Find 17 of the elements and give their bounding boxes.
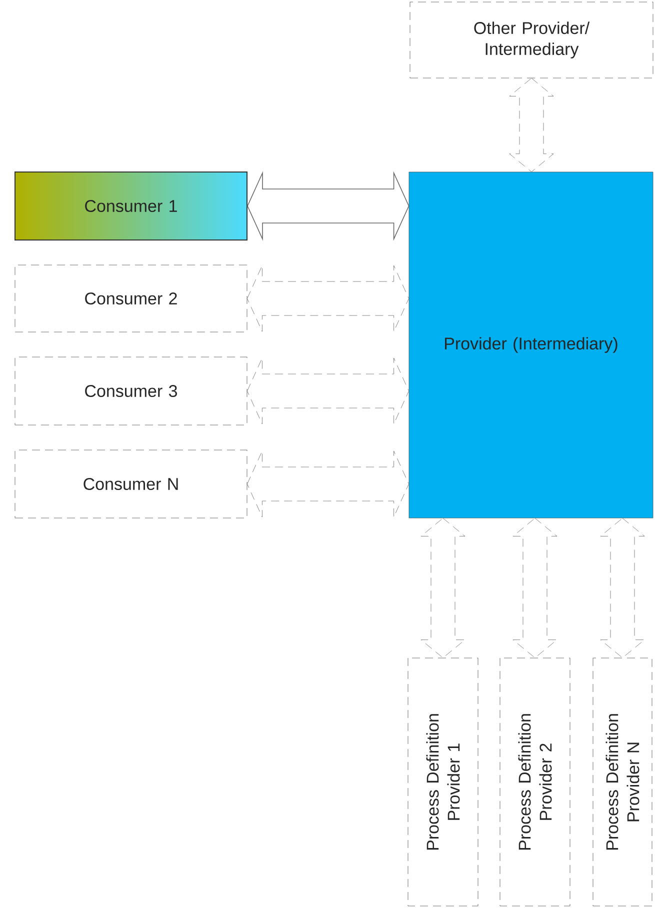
provider-box: Other Provider/ Intermediary: [410, 2, 654, 78]
double-arrow: [247, 171, 410, 241]
provider-box: Process Definition Provider N: [592, 658, 652, 906]
double-arrow: [509, 78, 554, 172]
consumer-box: Consumer 1: [14, 172, 248, 240]
consumer-box: Consumer 3: [14, 356, 248, 426]
provider-box: Provider (Intermediary): [408, 172, 654, 518]
consumer-box: Consumer 2: [14, 264, 248, 332]
provider-box: Process Definition Provider 2: [500, 658, 570, 906]
double-arrow: [247, 450, 409, 518]
consumer-box: Consumer N: [14, 450, 248, 518]
double-arrow: [512, 518, 558, 658]
provider-box: Process Definition Provider 1: [408, 658, 478, 906]
double-arrow: [247, 265, 409, 332]
double-arrow: [420, 518, 466, 658]
double-arrow: [600, 518, 645, 658]
double-arrow: [247, 358, 409, 424]
